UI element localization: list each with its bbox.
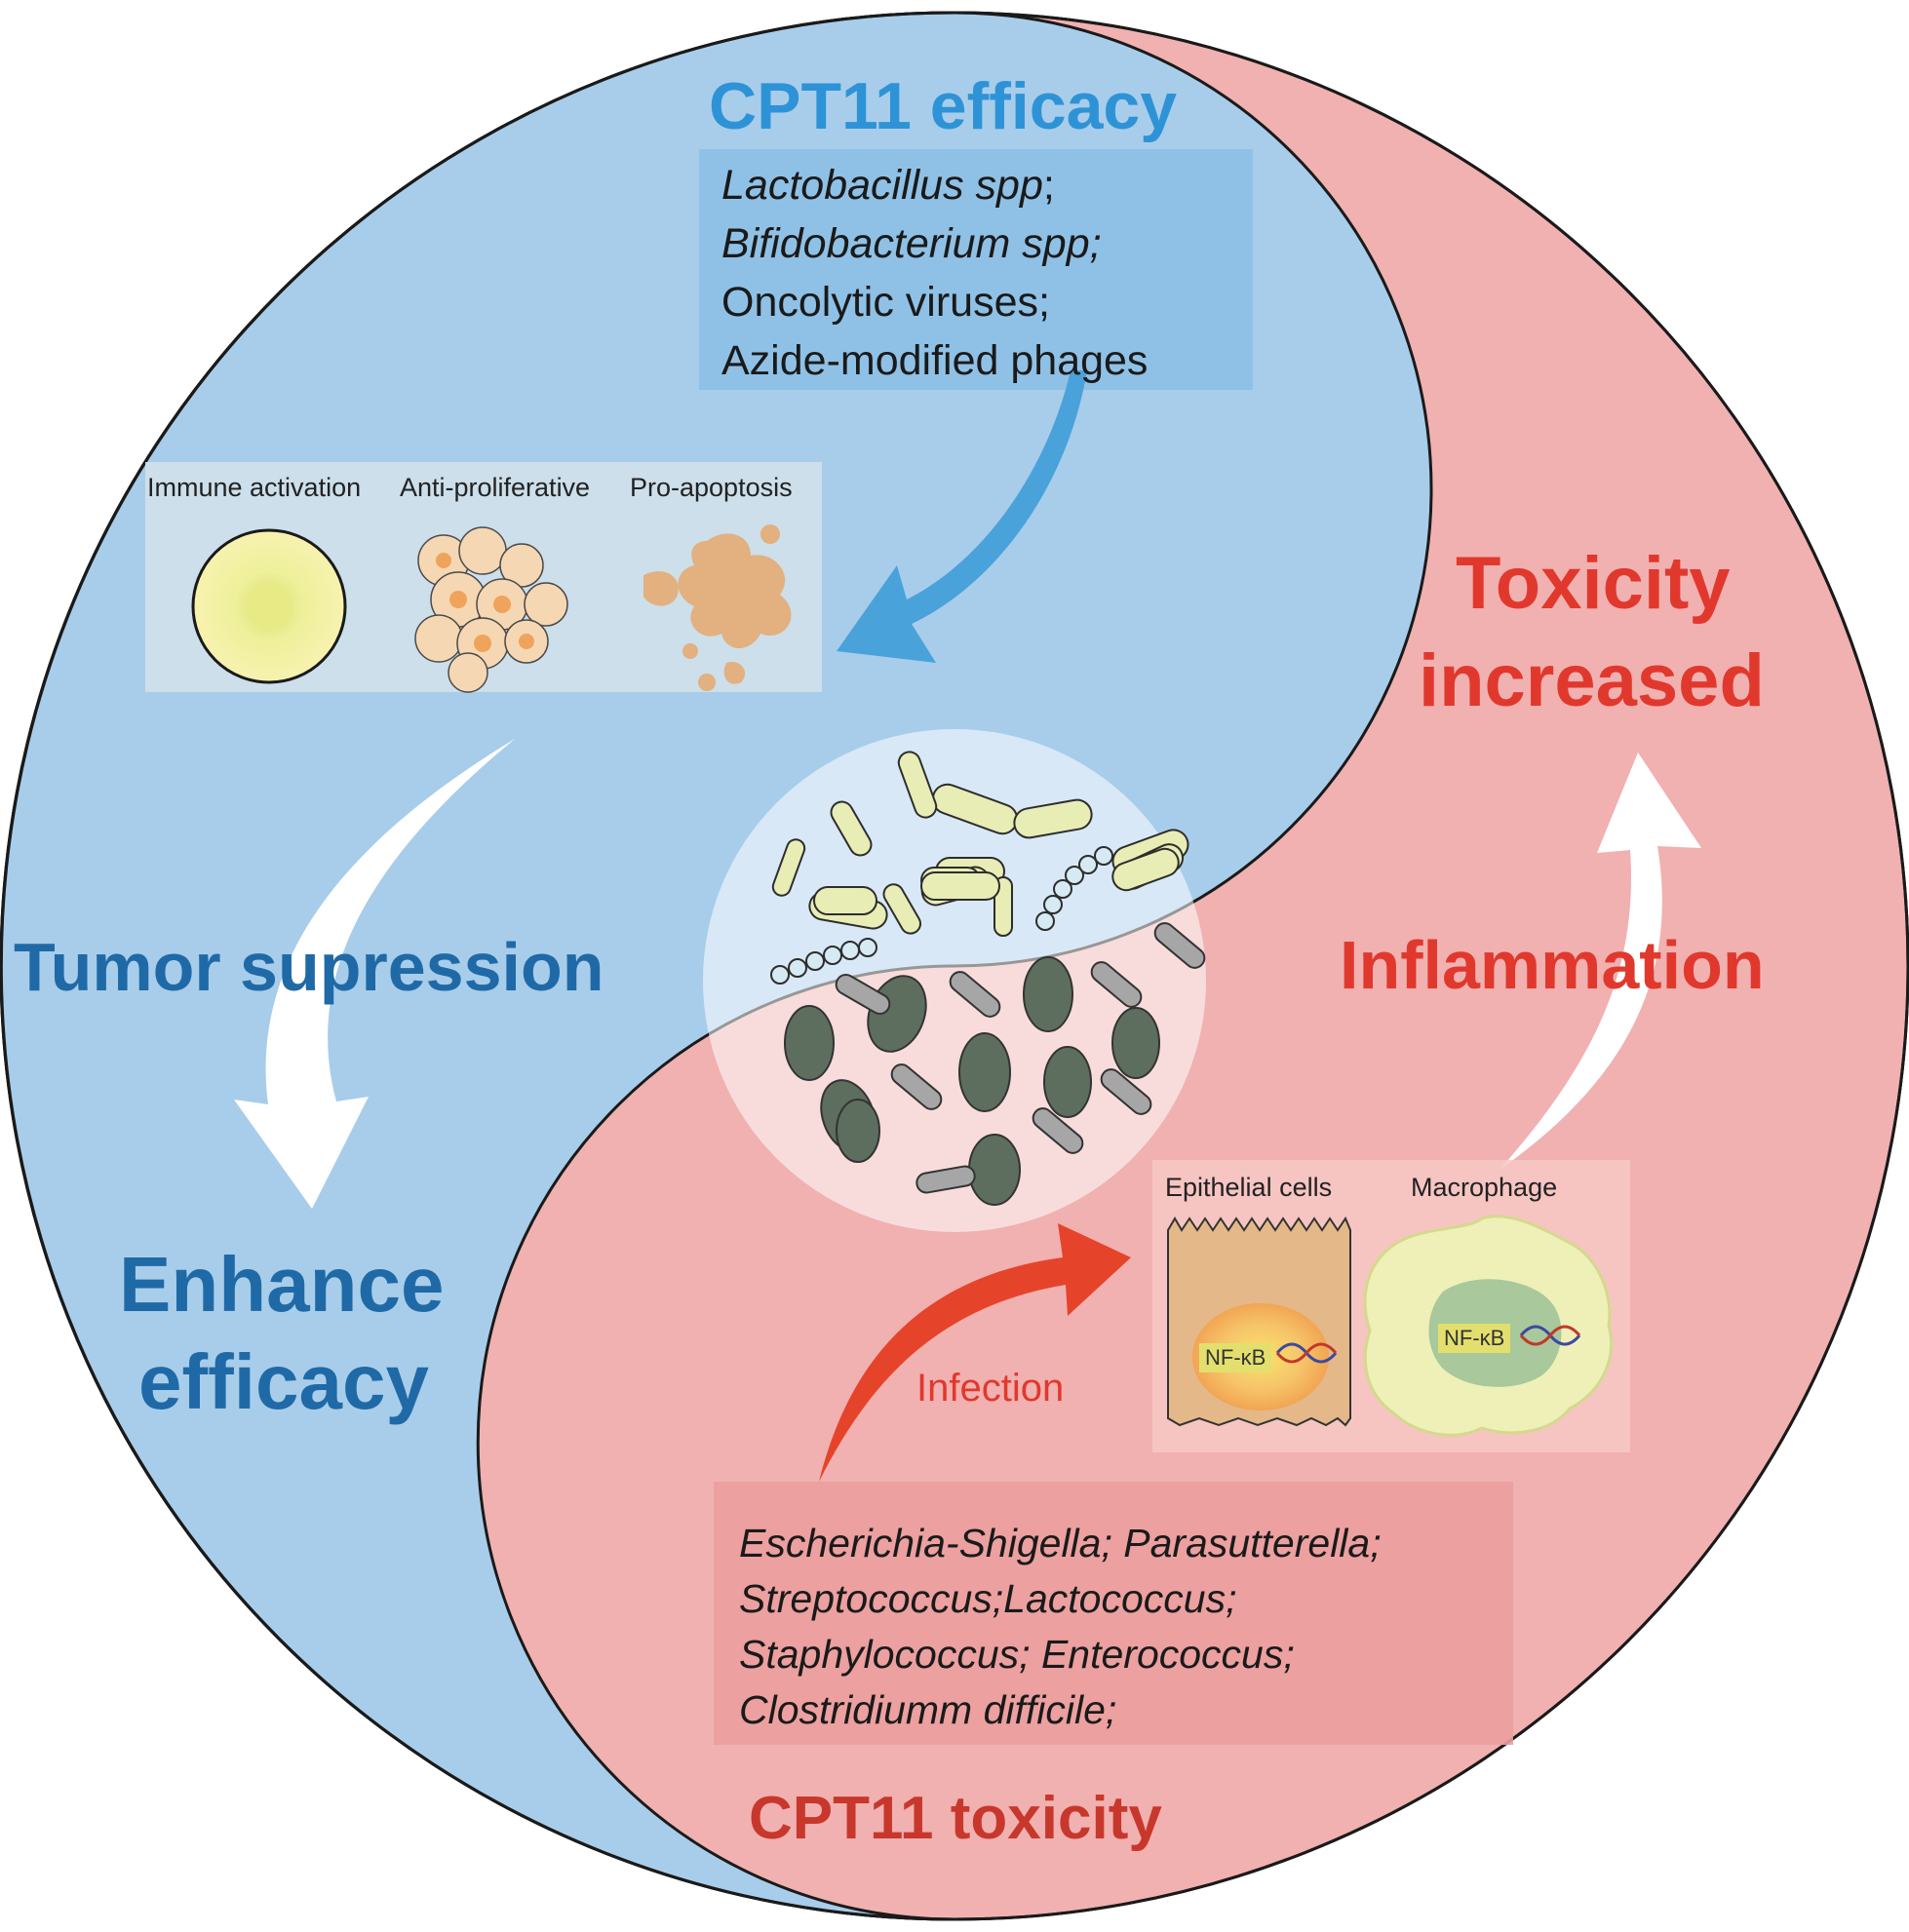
inflammation-label: Inflammation [1340, 927, 1765, 1003]
proliferating-cells-icon [414, 526, 568, 693]
agent-item: Bifidobacterium spp; [721, 220, 1102, 267]
macrophage-label: Macrophage [1411, 1173, 1558, 1202]
mechanism-label-antiproliferative: Anti-proliferative [400, 473, 591, 502]
tumor-suppression-label: Tumor supression [14, 929, 604, 1005]
efficacy-arrow [837, 370, 1087, 663]
toxicity-increased-line1: Toxicity [1456, 542, 1731, 625]
toxicity-bacteria-box [714, 1482, 1513, 1745]
cell-panel [1152, 1160, 1630, 1452]
toxicity-title: CPT11 toxicity [749, 1785, 1162, 1852]
infection-label: Infection [916, 1367, 1065, 1410]
bacteria-item: Staphylococcus; Enterococcus; [739, 1632, 1295, 1677]
pathogenic-bacteria-icons [784, 922, 1206, 1206]
mechanism-label-proapoptosis: Pro-apoptosis [630, 473, 793, 502]
efficacy-title: CPT11 efficacy [709, 69, 1178, 143]
beneficial-bacteria-icons [771, 751, 1189, 937]
enhance-efficacy-line1: Enhance [119, 1241, 445, 1328]
immune-cell-icon [191, 528, 347, 684]
apoptotic-cell-icon [643, 524, 792, 691]
nfkb-label-macrophage: NF-κB [1438, 1324, 1511, 1353]
infection-arrow [819, 1223, 1131, 1482]
efficacy-agent-list: Lactobacillus spp; Bifidobacterium spp; … [721, 156, 1148, 390]
mechanism-label-immune: Immune activation [147, 473, 362, 502]
toxicity-increased-line2: increased [1419, 639, 1765, 722]
tumor-suppression-arrow [234, 739, 515, 1209]
microbiota-circle [703, 729, 1206, 1232]
chain-bacteria-icons [770, 846, 1113, 985]
bacteria-item: Clostridiumm difficile; [739, 1687, 1117, 1732]
enhance-efficacy-line2: efficacy [138, 1338, 429, 1425]
efficacy-agent-box [699, 149, 1253, 390]
agent-item: Lactobacillus spp; [721, 162, 1055, 209]
inflammation-arrow [1500, 753, 1701, 1170]
mechanism-panel [145, 462, 822, 693]
epithelial-cells-label: Epithelial cells [1165, 1173, 1333, 1202]
nfkb-label-epithelial: NF-κB [1199, 1343, 1272, 1372]
bacteria-item: Escherichia-Shigella; Parasutterella; [739, 1521, 1382, 1565]
toxicity-bacteria-list: Escherichia-Shigella; Parasutterella; St… [739, 1516, 1382, 1738]
dna-icon [1275, 1325, 1581, 1364]
agent-item: Oncolytic viruses; [721, 279, 1050, 326]
agent-item: Azide-modified phages [721, 337, 1149, 384]
epithelial-cell-icon [1167, 1216, 1351, 1427]
bacteria-item: Streptococcus;Lactococcus; [739, 1576, 1237, 1621]
